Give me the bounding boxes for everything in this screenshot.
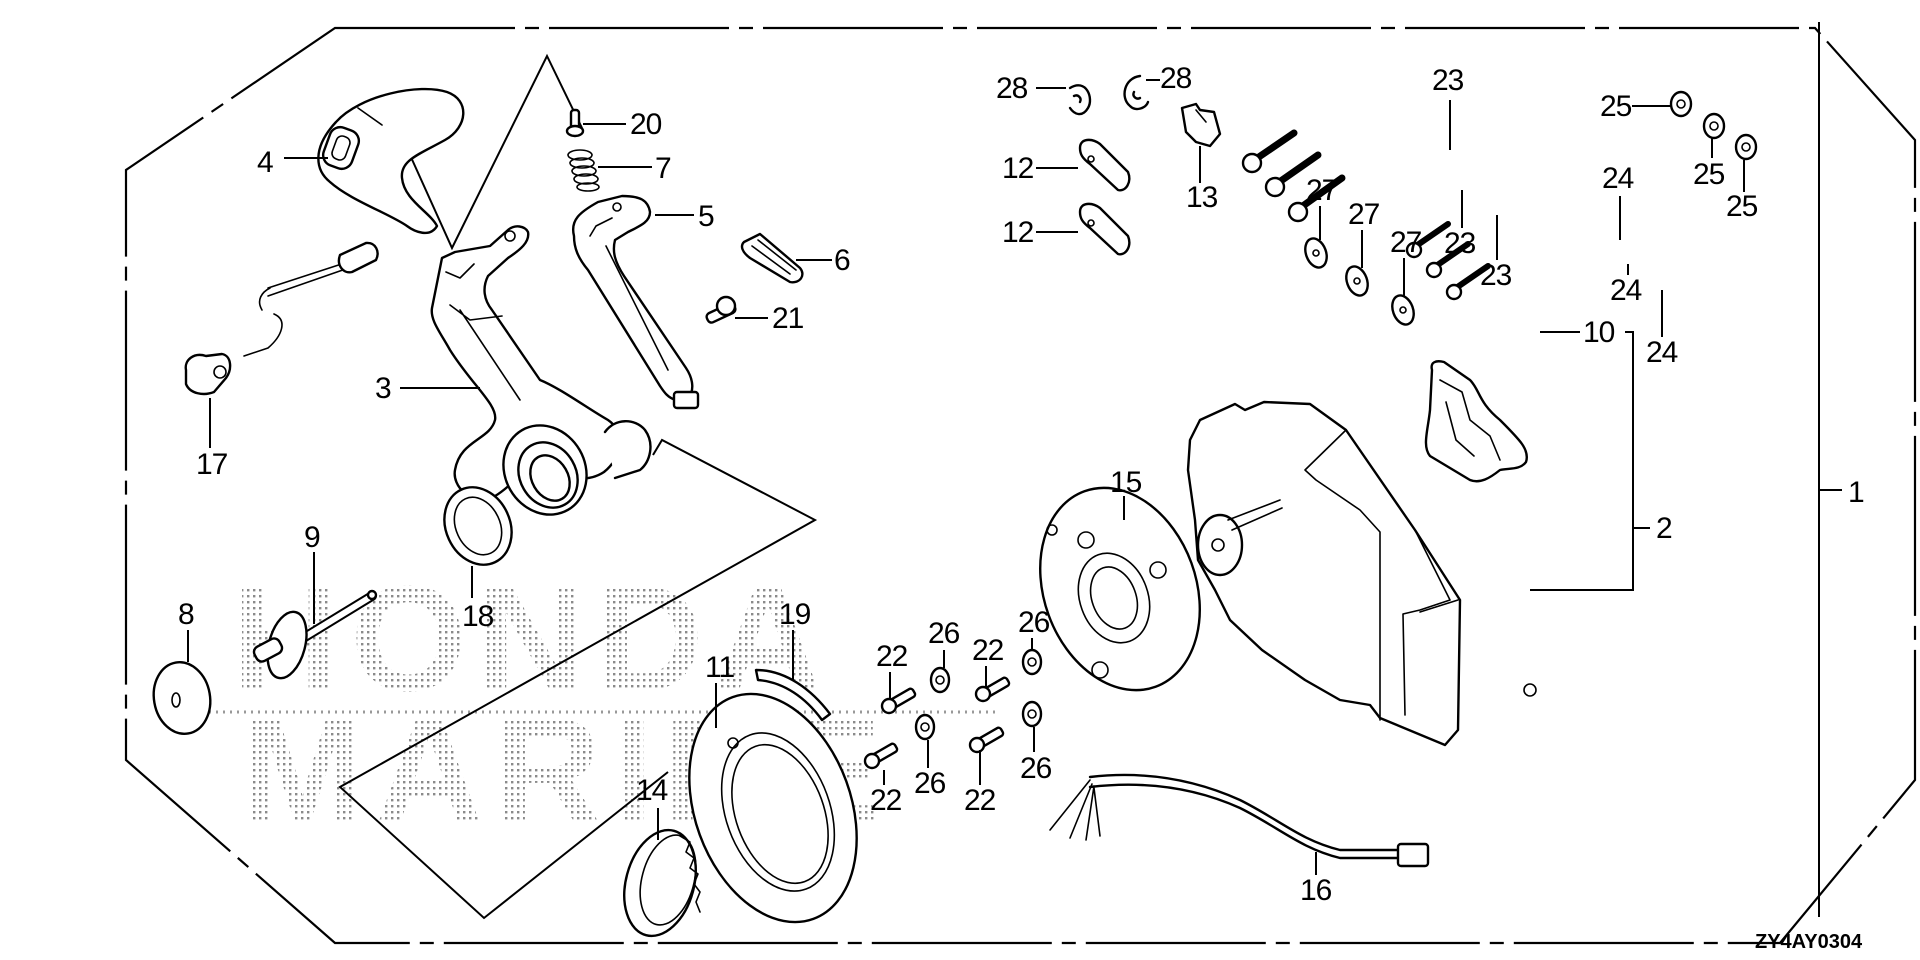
assembly-leader-upper bbox=[409, 53, 583, 251]
part-clamp-12a[interactable] bbox=[1078, 138, 1131, 192]
part-washer-27c[interactable] bbox=[1388, 292, 1417, 327]
part-screw-24c[interactable] bbox=[1445, 263, 1491, 301]
callout-c28a[interactable]: 28 bbox=[996, 72, 1029, 105]
part-handle-grip[interactable] bbox=[317, 87, 465, 235]
assembly-boundary bbox=[124, 26, 1917, 945]
callout-c1[interactable]: 1 bbox=[1848, 476, 1865, 509]
part-screw-22d[interactable] bbox=[968, 726, 1005, 754]
callout-c24a[interactable]: 24 bbox=[1602, 162, 1635, 195]
bracket-2-10 bbox=[1530, 331, 1634, 591]
callout-c20[interactable]: 20 bbox=[630, 108, 663, 141]
part-screw-23c[interactable] bbox=[1287, 174, 1346, 223]
part-screw-24a[interactable] bbox=[1405, 221, 1451, 259]
callout-c16[interactable]: 16 bbox=[1300, 874, 1333, 907]
callout-c26a[interactable]: 26 bbox=[928, 617, 961, 650]
drawing-code: ZY4AY0304 bbox=[1755, 931, 1863, 953]
part-nut-26b[interactable] bbox=[1021, 648, 1043, 676]
part-screw-23a[interactable] bbox=[1241, 129, 1298, 174]
callout-c10[interactable]: 10 bbox=[1583, 316, 1616, 349]
callout-c21[interactable]: 21 bbox=[772, 302, 805, 335]
callout-c9[interactable]: 9 bbox=[304, 521, 321, 554]
callout-c26c[interactable]: 26 bbox=[914, 767, 947, 800]
part-screw-22b[interactable] bbox=[974, 676, 1011, 703]
callout-c8[interactable]: 8 bbox=[178, 598, 195, 631]
callout-c6[interactable]: 6 bbox=[834, 244, 851, 277]
callout-c14[interactable]: 14 bbox=[636, 774, 669, 807]
part-harness-16[interactable] bbox=[1049, 773, 1430, 868]
part-cap-8[interactable] bbox=[148, 658, 216, 739]
callout-c18[interactable]: 18 bbox=[462, 600, 495, 633]
part-shaft-9[interactable] bbox=[252, 589, 378, 683]
callout-c23b[interactable]: 23 bbox=[1444, 227, 1477, 260]
callout-c27a[interactable]: 27 bbox=[1306, 174, 1339, 207]
part-oring-18[interactable] bbox=[432, 476, 524, 576]
callout-c23a[interactable]: 23 bbox=[1432, 64, 1465, 97]
part-nut-25a[interactable] bbox=[1669, 90, 1693, 118]
callout-c28b[interactable]: 28 bbox=[1160, 62, 1193, 95]
part-gear-14[interactable] bbox=[613, 822, 707, 944]
callout-c26b[interactable]: 26 bbox=[1018, 606, 1051, 639]
part-gasket-10[interactable] bbox=[1424, 360, 1529, 483]
part-screw-24b[interactable] bbox=[1425, 241, 1471, 279]
callout-c26d[interactable]: 26 bbox=[1020, 752, 1053, 785]
callout-c17[interactable]: 17 bbox=[196, 448, 229, 481]
part-switch-17[interactable] bbox=[184, 241, 379, 396]
callout-c12b[interactable]: 12 bbox=[1002, 216, 1035, 249]
callout-c7[interactable]: 7 bbox=[655, 152, 672, 185]
part-housing-2[interactable] bbox=[1186, 400, 1537, 747]
callout-c12a[interactable]: 12 bbox=[1002, 152, 1035, 185]
part-strip-19[interactable] bbox=[754, 668, 832, 722]
callout-c27c[interactable]: 27 bbox=[1390, 226, 1423, 259]
part-lever-5[interactable] bbox=[571, 194, 700, 410]
callout-c25c[interactable]: 25 bbox=[1726, 190, 1759, 223]
callout-c22d[interactable]: 22 bbox=[964, 784, 997, 817]
callout-c23c[interactable]: 23 bbox=[1480, 259, 1513, 292]
callout-c3[interactable]: 3 bbox=[375, 372, 392, 405]
callout-c13[interactable]: 13 bbox=[1186, 181, 1219, 214]
part-block-13[interactable] bbox=[1180, 102, 1222, 148]
leader-lines bbox=[187, 79, 1745, 875]
part-screw-22c[interactable] bbox=[863, 742, 899, 770]
part-control-arm-3[interactable] bbox=[430, 225, 652, 529]
callout-c25b[interactable]: 25 bbox=[1693, 158, 1726, 191]
callout-c24b[interactable]: 24 bbox=[1610, 274, 1643, 307]
callout-c25a[interactable]: 25 bbox=[1600, 90, 1633, 123]
callout-c24c[interactable]: 24 bbox=[1646, 336, 1679, 369]
callout-c22c[interactable]: 22 bbox=[870, 784, 903, 817]
part-washer-27a[interactable] bbox=[1301, 235, 1330, 270]
callout-c27b[interactable]: 27 bbox=[1348, 198, 1381, 231]
callout-c22a[interactable]: 22 bbox=[876, 640, 909, 673]
part-spring-7[interactable] bbox=[567, 149, 600, 192]
part-nut-25c[interactable] bbox=[1734, 133, 1758, 161]
callout-c19[interactable]: 19 bbox=[779, 598, 812, 631]
part-nut-26a[interactable] bbox=[929, 666, 951, 694]
callout-c22b[interactable]: 22 bbox=[972, 634, 1005, 667]
part-washer-27b[interactable] bbox=[1342, 263, 1371, 298]
part-clip-28b[interactable] bbox=[1123, 74, 1150, 111]
part-plate-15[interactable] bbox=[1013, 465, 1227, 712]
part-clamp-12b[interactable] bbox=[1078, 202, 1131, 256]
part-screw-23b[interactable] bbox=[1264, 151, 1322, 198]
callout-c2[interactable]: 2 bbox=[1656, 512, 1673, 545]
watermark-line1: HONDA bbox=[232, 554, 832, 722]
part-ring-11[interactable] bbox=[659, 670, 886, 945]
callout-c4[interactable]: 4 bbox=[257, 146, 274, 179]
callout-c15[interactable]: 15 bbox=[1110, 466, 1143, 499]
part-plate-6[interactable] bbox=[740, 232, 804, 284]
assembly-leader-shaft bbox=[338, 438, 818, 920]
part-clip-28a[interactable] bbox=[1068, 84, 1092, 116]
part-nut-26c[interactable] bbox=[914, 713, 936, 741]
part-nut-25b[interactable] bbox=[1702, 112, 1726, 140]
callout-c11[interactable]: 11 bbox=[705, 651, 735, 684]
part-screw-20[interactable] bbox=[565, 108, 585, 138]
part-nut-26d[interactable] bbox=[1021, 700, 1043, 728]
part-bolt-21[interactable] bbox=[705, 295, 737, 324]
callout-c5[interactable]: 5 bbox=[698, 200, 715, 233]
